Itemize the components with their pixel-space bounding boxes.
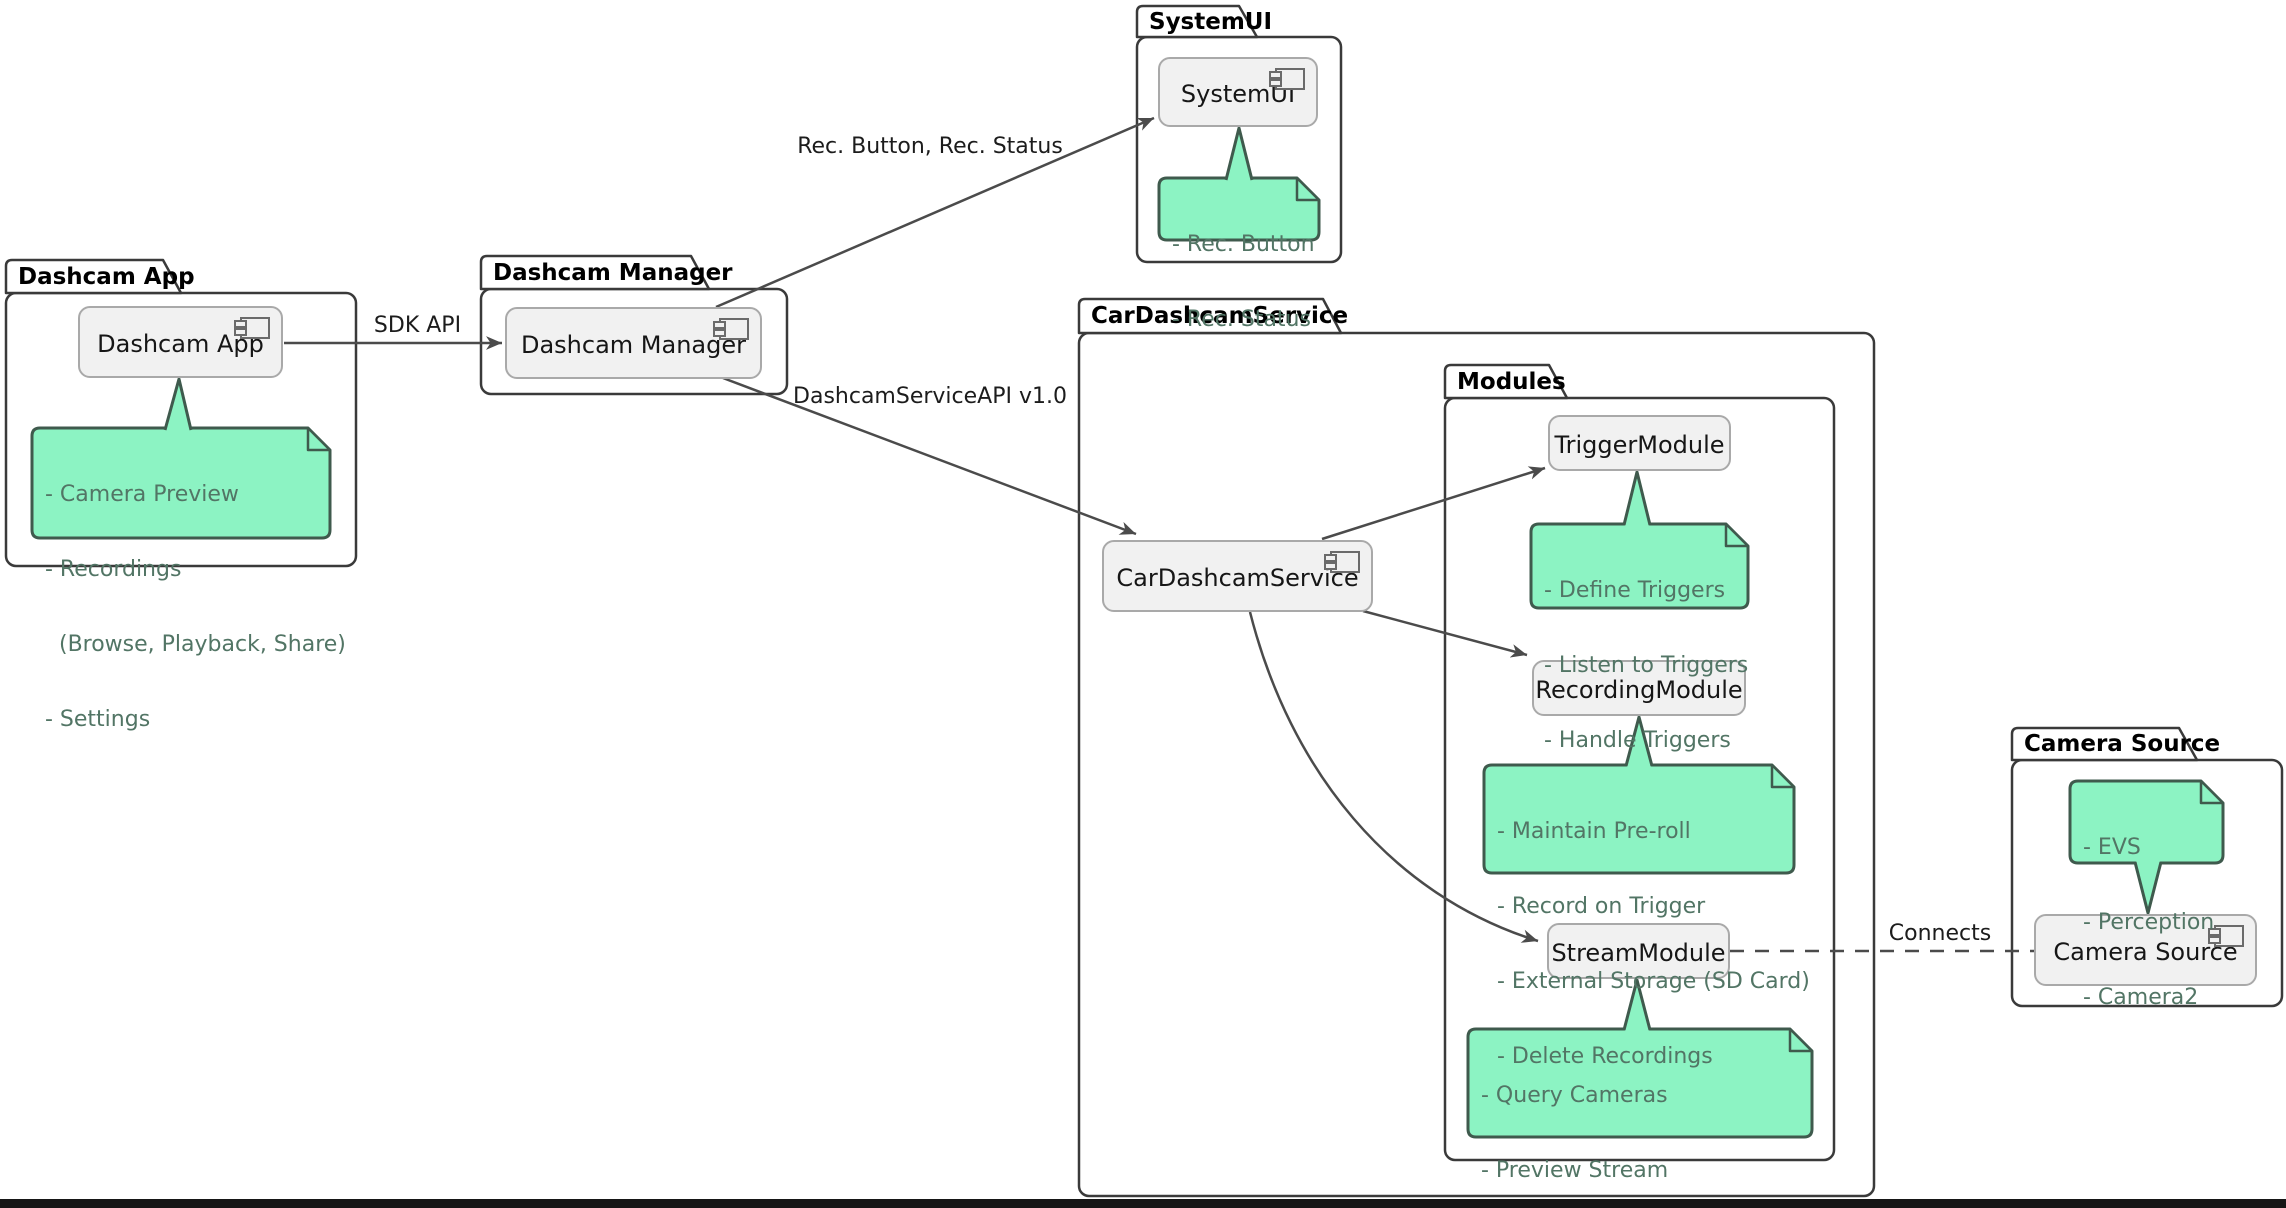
note-shape-camera-source xyxy=(2068,779,2225,915)
package-title-modules: Modules xyxy=(1457,368,1566,395)
component-icon xyxy=(1269,68,1305,90)
note-shape-systemui xyxy=(1157,126,1321,242)
note-dashcam-app: - Camera Preview - Recordings (Browse, P… xyxy=(45,482,346,732)
component-label: TriggerModule xyxy=(1554,431,1725,459)
component-camera-source: Camera Source xyxy=(2034,914,2257,986)
package-title-dashcam-manager: Dashcam Manager xyxy=(493,259,733,286)
component-trigger-module: TriggerModule xyxy=(1548,415,1731,471)
note-stream-module: - Query Cameras - Preview Stream - Snaps… xyxy=(1481,1083,1669,1183)
package-title-car-dashcam-service: CarDashcamService xyxy=(1091,303,1349,329)
component-label: Camera Source xyxy=(2053,938,2238,966)
edge-dashcam-service-api xyxy=(722,376,1137,536)
edge-label-connects: Connects xyxy=(1888,921,1992,946)
note-systemui: - Rec. Button - Rec. Status xyxy=(1172,232,1315,332)
edge-label-rec-button-status: Rec. Button, Rec. Status xyxy=(797,134,1063,159)
component-label: StreamModule xyxy=(1551,939,1726,967)
package-title-dashcam-app: Dashcam App xyxy=(18,263,195,290)
component-dashcam-app: Dashcam App xyxy=(78,306,283,378)
edge-to-trigger-module xyxy=(1321,466,1546,541)
component-icon xyxy=(713,318,749,340)
note-shape-recording-module xyxy=(1482,715,1796,875)
note-shape-dashcam-app xyxy=(30,377,332,540)
component-icon xyxy=(1324,551,1360,573)
bottom-bar xyxy=(0,1199,2286,1208)
component-stream-module: StreamModule xyxy=(1547,923,1730,979)
note-shape-trigger-module xyxy=(1529,470,1750,610)
component-label: Dashcam Manager xyxy=(520,331,746,359)
edge-to-recording-module xyxy=(1362,609,1528,658)
note-trigger-module: - Define Triggers - Listen to Triggers -… xyxy=(1544,578,1749,753)
component-label: CarDashcamService xyxy=(1116,564,1359,592)
package-title-camera-source: Camera Source xyxy=(2024,731,2221,757)
package-title-systemui: SystemUI xyxy=(1149,8,1273,35)
component-icon xyxy=(234,317,270,339)
note-camera-source: - EVS - Perception - Camera2 xyxy=(2083,835,2215,1010)
component-dashcam-manager: Dashcam Manager xyxy=(505,307,762,379)
note-recording-module: - Maintain Pre-roll - Record on Trigger … xyxy=(1497,819,1810,1069)
component-car-dashcam-service: CarDashcamService xyxy=(1102,540,1373,612)
component-label: RecordingModule xyxy=(1535,676,1743,704)
edge-to-stream-module xyxy=(1248,611,1539,943)
edge-label-dashcam-service-api: DashcamServiceAPI v1.0 xyxy=(793,384,1067,409)
note-shape-stream-module xyxy=(1466,978,1814,1139)
component-icon xyxy=(2208,925,2244,947)
edge-rec-button-status xyxy=(715,116,1155,309)
component-systemui: SystemUI xyxy=(1158,57,1318,127)
edge-label-sdk-api: SDK API xyxy=(373,313,462,338)
component-recording-module: RecordingModule xyxy=(1532,660,1746,716)
